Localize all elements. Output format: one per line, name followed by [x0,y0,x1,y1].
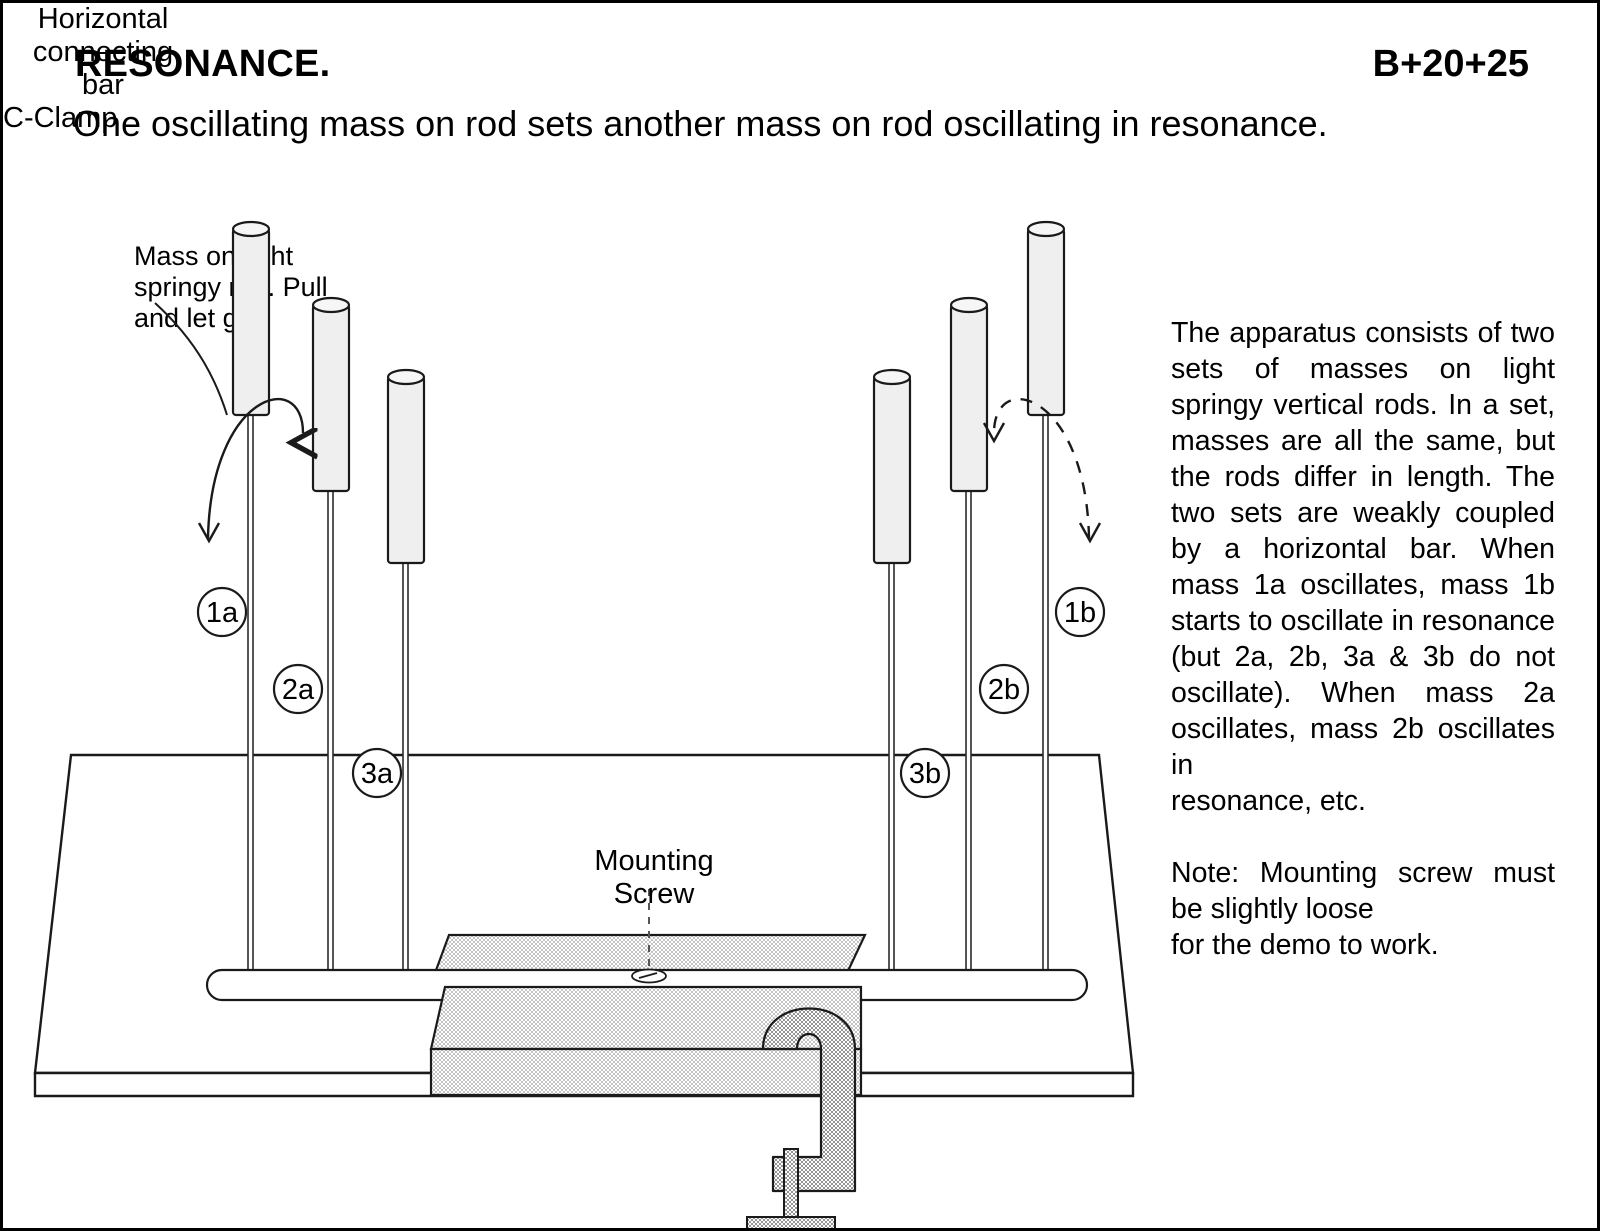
mounting-screw-label-line-1: Mounting [594,845,714,877]
callout-1a-text: 1a [206,597,239,629]
callout-2b-text: 2b [988,674,1020,706]
description-paragraph-2-body: Note: Mounting screw must be slightly lo… [1171,857,1555,925]
apparatus-drawing: 1a 2a 3a 3b 2b 1b [3,183,1163,1228]
description-paragraph-1-body: The apparatus consists of two sets of ma… [1171,317,1555,781]
horizontal-bar-label-line-1: Horizontal [37,3,169,35]
rod-assembly-2b [949,296,989,980]
callout-2a: 2a [272,663,324,715]
callout-1b-text: 1b [1064,597,1096,629]
description-paragraph-1-tail: resonance, etc. [1171,785,1366,817]
callout-1a: 1a [196,586,248,638]
description-paragraph-2: Note: Mounting screw must be slightly lo… [1171,855,1555,963]
rod-assembly-3a [386,368,426,980]
oscillation-arrow-1a [197,397,303,544]
callout-2b: 2b [978,663,1030,715]
oscillation-arrow-1b [982,397,1102,544]
mass-3a [386,368,426,565]
apparatus-svg: 1a 2a 3a 3b 2b 1b [33,220,1135,1228]
paragraph-gap [1171,819,1555,855]
rod-assembly-2a [311,296,351,980]
mass-2b [949,296,989,493]
c-clamp [746,1007,857,1228]
horizontal-bar-label-line-3: bar [82,69,124,101]
mounting-screw [631,889,667,984]
left-note-leader [154,302,228,416]
mass-2a [311,296,351,493]
side-description: The apparatus consists of two sets of ma… [1171,315,1555,963]
mass-1a [231,220,271,417]
mounting-block-rear [433,933,867,975]
mass-1b [1026,220,1066,417]
left-annotation-line-2: springy rod. Pull [134,272,328,302]
callout-3b-text: 3b [909,758,941,790]
mounting-block-front [429,985,863,1097]
description-paragraph-2-tail: for the demo to work. [1171,929,1439,961]
rod-assembly-1b [1026,220,1066,980]
mounting-screw-label-line-2: Screw [613,878,695,910]
mounting-screw-label: Mounting Screw [579,845,729,911]
callout-3a: 3a [351,747,403,799]
horizontal-bar-label-line-2: connecting [32,36,174,68]
callout-3a-text: 3a [361,758,394,790]
c-clamp-label: C-Clamp [3,102,118,134]
mass-3b [872,368,912,565]
horizontal-bar-label: Horizontal connecting bar [3,3,203,102]
catalog-code: B+20+25 [1372,43,1529,85]
callout-2a-text: 2a [282,674,315,706]
rod-assembly-1a [231,220,271,980]
description-paragraph-1: The apparatus consists of two sets of ma… [1171,315,1555,819]
page-title: RESONANCE. [75,43,331,85]
callout-3b: 3b [899,747,951,799]
page-subtitle: One oscillating mass on rod sets another… [73,103,1328,144]
callout-1b: 1b [1054,586,1106,638]
